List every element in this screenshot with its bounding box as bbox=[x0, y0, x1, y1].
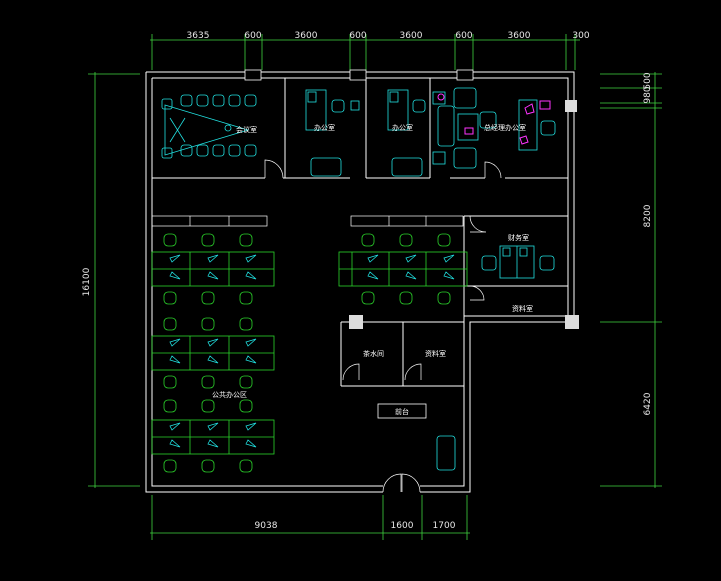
reception-sofa bbox=[436, 435, 456, 471]
dim-bottom-1: 9038 bbox=[255, 521, 278, 531]
workstations-upper-shelves bbox=[151, 215, 464, 227]
walls bbox=[145, 71, 575, 493]
finance-room-furniture bbox=[481, 245, 555, 279]
room-label-archive1: 资料室 bbox=[512, 304, 533, 313]
room-label-tea: 茶水间 bbox=[363, 349, 384, 358]
dim-right-2: 980 bbox=[643, 86, 653, 103]
room-label-office2: 办公室 bbox=[392, 123, 413, 132]
workstation-computers bbox=[169, 254, 455, 448]
room-label-reception: 前台 bbox=[395, 407, 409, 416]
dim-top-7: 3600 bbox=[508, 31, 531, 41]
dim-top-3: 3600 bbox=[295, 31, 318, 41]
manager-office-furniture bbox=[432, 87, 556, 169]
windows bbox=[244, 69, 474, 81]
dim-left: 16100 bbox=[82, 267, 92, 296]
dim-right-1: 500 bbox=[643, 72, 653, 89]
dim-bottom-3: 1700 bbox=[433, 521, 456, 531]
dim-top-5: 3600 bbox=[400, 31, 423, 41]
dim-bottom-2: 1600 bbox=[391, 521, 414, 531]
columns bbox=[349, 100, 579, 329]
dim-top-6: 600 bbox=[455, 31, 472, 41]
room-label-open-office: 公共办公区 bbox=[212, 390, 247, 399]
workstation-chairs bbox=[163, 233, 451, 473]
workstation-cluster-left bbox=[151, 251, 468, 455]
dim-right-4: 6420 bbox=[643, 392, 653, 415]
office1-furniture bbox=[305, 89, 360, 177]
reception-desk bbox=[377, 403, 427, 419]
manager-office-accents bbox=[437, 93, 551, 145]
dim-top-8: 300 bbox=[572, 31, 589, 41]
dim-top-4: 600 bbox=[349, 31, 366, 41]
room-label-archive2: 资料室 bbox=[425, 349, 446, 358]
dim-right-3: 8200 bbox=[643, 204, 653, 227]
room-label-meeting: 会议室 bbox=[236, 125, 257, 134]
dim-top-1: 3635 bbox=[187, 31, 210, 41]
room-label-manager: 总经理办公室 bbox=[484, 123, 526, 132]
dim-top-2: 600 bbox=[244, 31, 261, 41]
meeting-room-furniture bbox=[161, 94, 257, 159]
doors bbox=[264, 159, 502, 493]
room-label-office1: 办公室 bbox=[314, 123, 335, 132]
office2-furniture bbox=[387, 89, 426, 177]
dimension-lines bbox=[88, 34, 662, 540]
room-label-finance: 财务室 bbox=[508, 233, 529, 242]
